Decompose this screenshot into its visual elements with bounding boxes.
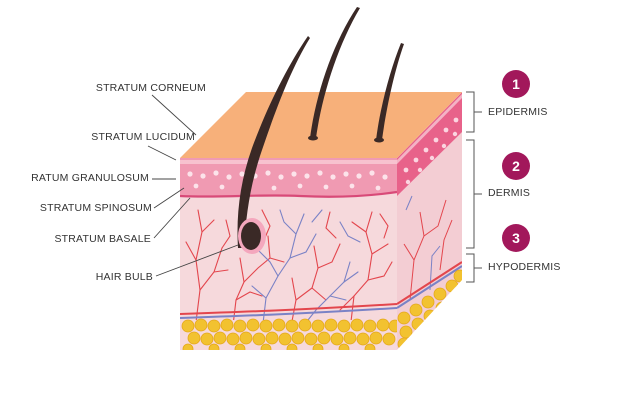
bracket-hypodermis bbox=[466, 253, 475, 283]
leader-lines bbox=[147, 94, 239, 277]
hair-3 bbox=[376, 43, 404, 140]
layer-1-badge: 1 bbox=[502, 70, 530, 98]
bracket-dermis bbox=[466, 139, 475, 249]
side-veins bbox=[405, 195, 441, 291]
front-face bbox=[180, 158, 397, 350]
stratum-basale-line bbox=[180, 190, 397, 198]
vein-main bbox=[180, 307, 397, 319]
epidermis-front bbox=[180, 158, 397, 197]
epidermis-side bbox=[397, 92, 462, 196]
label-hair-bulb: HAIR BULB bbox=[95, 271, 153, 283]
veins bbox=[251, 209, 361, 333]
leader-hair-bulb bbox=[155, 244, 239, 277]
layer-3-badge: 3 bbox=[502, 224, 530, 252]
label-stratum-basale: STRATUM BASALE bbox=[54, 233, 151, 245]
epidermis-top bbox=[180, 92, 462, 158]
side-arteries bbox=[403, 199, 453, 301]
leader-lucidum bbox=[147, 145, 177, 161]
leader-spinosum bbox=[153, 187, 185, 209]
label-stratum-lucidum: STRATUM LUCIDUM bbox=[91, 131, 195, 143]
side-cells bbox=[403, 117, 459, 185]
label-stratum-spinosum: STRATUM SPINOSUM bbox=[39, 202, 152, 214]
hair-2 bbox=[310, 7, 360, 138]
label-stratum-corneum: STRATUM CORNEUM bbox=[95, 82, 206, 94]
leader-corneum bbox=[151, 94, 197, 136]
label-stratum-granulosum: RATUM GRANULOSUM bbox=[31, 172, 149, 184]
label-dermis: DERMIS bbox=[488, 187, 531, 199]
label-hypodermis: HYPODERMIS bbox=[488, 261, 561, 273]
layer-2-badge: 2 bbox=[502, 152, 530, 180]
hair-bulb bbox=[241, 222, 261, 250]
stratum-lucidum-band bbox=[180, 160, 397, 164]
bracket-epidermis bbox=[466, 91, 475, 133]
label-epidermis: EPIDERMIS bbox=[488, 106, 548, 118]
leader-basale bbox=[153, 197, 191, 239]
artery-main bbox=[180, 303, 397, 315]
fat-cells-front bbox=[181, 318, 397, 350]
layer-brackets bbox=[466, 91, 482, 283]
